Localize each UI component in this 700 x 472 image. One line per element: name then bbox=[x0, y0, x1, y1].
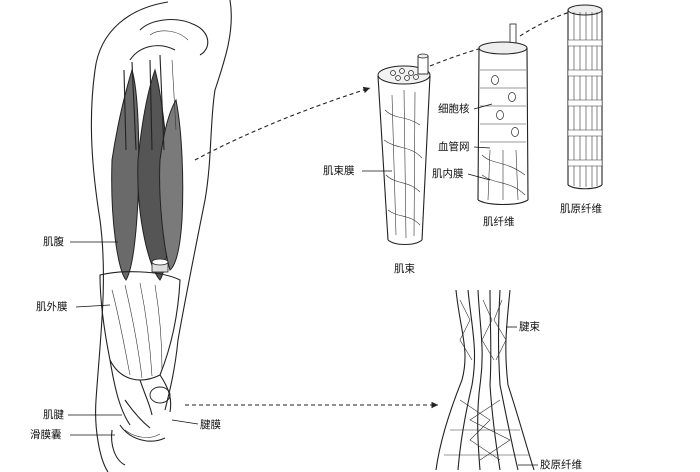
muscle-belly-shape bbox=[111, 68, 140, 281]
label-synovial-bursa: 滑膜囊 bbox=[30, 428, 62, 441]
myofibril-illustration bbox=[567, 4, 603, 190]
label-muscle-belly: 肌腹 bbox=[43, 235, 64, 248]
arm-illustration bbox=[90, 0, 232, 472]
label-collagen-fiber: 胶原纤维 bbox=[540, 458, 582, 471]
label-nucleus: 细胞核 bbox=[438, 102, 470, 115]
label-perimysium: 肌束膜 bbox=[323, 165, 355, 177]
label-tendon-sheath: 腱膜 bbox=[200, 419, 221, 431]
label-fascicle: 肌束 bbox=[394, 263, 415, 275]
tendon-illustration bbox=[435, 289, 535, 471]
label-muscle-fiber: 肌纤维 bbox=[483, 215, 515, 228]
label-capillary-network: 血管网 bbox=[438, 140, 470, 153]
label-myofibril: 肌原纤维 bbox=[560, 202, 602, 215]
label-tendon: 肌腱 bbox=[43, 409, 64, 421]
connector-fiber-to-myofibril bbox=[519, 11, 571, 37]
label-endomysium: 肌内膜 bbox=[432, 167, 464, 180]
muscle-fiber-illustration bbox=[477, 23, 529, 206]
label-tendon-bundle: 腱束 bbox=[519, 321, 540, 333]
fascicle-illustration bbox=[377, 53, 431, 246]
connector-to-fascicle bbox=[194, 86, 371, 161]
label-epimysium: 肌外膜 bbox=[36, 301, 68, 313]
